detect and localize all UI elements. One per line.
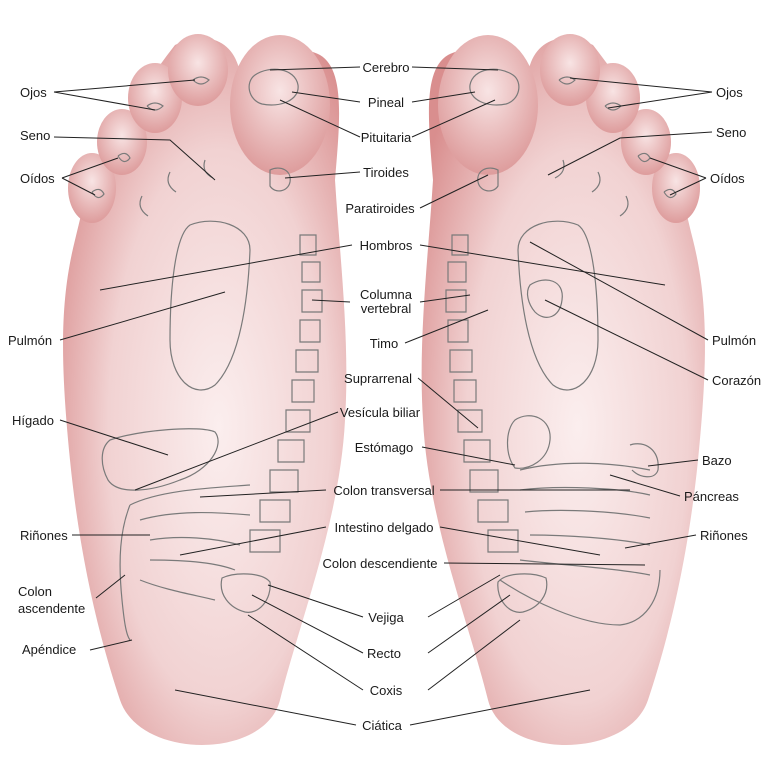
label-timo: Timo [369, 336, 399, 351]
left-ear-point-2 [91, 188, 105, 199]
label-colon-ascendente: Colon ascendente [18, 583, 85, 617]
leader-lines [53, 66, 713, 726]
left-ear-point-1 [117, 152, 131, 163]
label-apendice: Apéndice [22, 642, 77, 657]
left-eye-point-1 [192, 76, 210, 85]
label-pituitaria: Pituitaria [360, 130, 412, 145]
label-cerebro: Cerebro [362, 60, 410, 75]
label-rinones-left: Riñones [20, 528, 68, 543]
label-vesicula-biliar: Vesícula biliar [339, 405, 421, 420]
label-suprarrenal: Suprarrenal [344, 371, 412, 386]
label-estomago: Estómago [354, 440, 414, 455]
label-intestino-delgado: Intestino delgado [334, 520, 434, 535]
label-hombros: Hombros [359, 238, 413, 253]
left-second-toe [168, 34, 228, 106]
label-colon-asc-line1: Colon [18, 584, 52, 599]
label-oidos-left: Oídos [20, 171, 55, 186]
stomach-outline [506, 415, 551, 469]
label-colon-transversal: Colon transversal [333, 483, 435, 498]
left-big-toe [230, 35, 330, 175]
label-pineal: Pineal [367, 95, 405, 110]
left-lung-outline [169, 220, 251, 391]
label-columna-vertebral: Columna vertebral [360, 288, 412, 316]
label-ojos-right: Ojos [716, 85, 743, 100]
label-pulmon-left: Pulmón [8, 333, 53, 348]
label-recto: Recto [367, 646, 401, 661]
left-fourth-toe [97, 109, 147, 175]
left-thyroid-outline [269, 167, 291, 192]
label-ciatica: Ciática [362, 718, 402, 733]
liver-outline [101, 428, 219, 491]
label-tiroides: Tiroides [363, 165, 409, 180]
label-corazon: Corazón [712, 373, 762, 388]
label-bazo: Bazo [702, 453, 732, 468]
label-higado: Hígado [12, 413, 54, 428]
spleen-outline [629, 443, 659, 478]
heart-outline [526, 279, 563, 318]
label-pulmon-right: Pulmón [712, 333, 757, 348]
left-little-toe [68, 153, 116, 223]
label-vejiga: Vejiga [368, 610, 404, 625]
label-paratiroides: Paratiroides [345, 201, 415, 216]
label-seno-right: Seno [716, 125, 747, 140]
left-third-toe [128, 63, 182, 133]
label-seno-left: Seno [20, 128, 51, 143]
label-oidos-right: Oídos [710, 171, 745, 186]
label-colon-descendiente: Colon descendiente [322, 556, 438, 571]
label-pancreas: Páncreas [684, 489, 739, 504]
label-coxis: Coxis [369, 683, 403, 698]
right-foot [421, 34, 705, 746]
label-rinones-right: Riñones [700, 528, 748, 543]
ascending-colon-outline [119, 504, 131, 641]
label-colon-asc-line2: ascendente [18, 601, 86, 616]
left-pelvis-outline [220, 573, 271, 613]
label-columna-line2: vertebral [360, 301, 412, 316]
label-columna-line1: Columna [359, 287, 413, 302]
label-ojos-left: Ojos [20, 85, 47, 100]
left-foot [63, 34, 347, 746]
